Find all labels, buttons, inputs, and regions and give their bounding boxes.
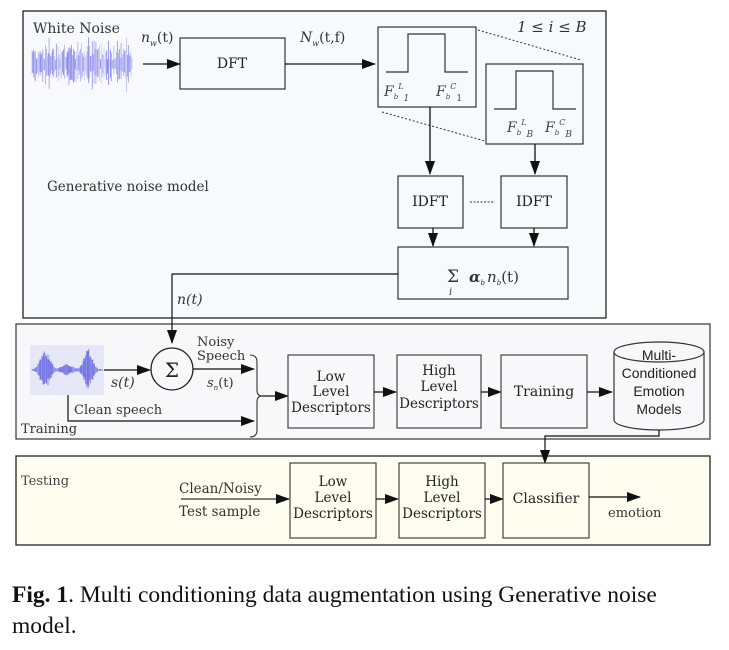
generative-noise-panel: White Noise nw(t) DFT Nw(t,f) FbL1 FbC1 … [22, 10, 607, 319]
sn-t-label: sn(t) [207, 376, 234, 392]
noisy-speech-label-1: Noisy [197, 335, 235, 350]
test-hld-block [398, 462, 486, 539]
filter-B-lower-label: FbLB [506, 118, 534, 140]
dft-label: DFT [217, 56, 248, 72]
testing-panel-title: Testing [21, 474, 69, 489]
generative-panel-frame [22, 10, 607, 319]
models-label-2: Conditioned [622, 365, 697, 381]
Nw-tf-label: Nw(t,f) [299, 30, 345, 48]
white-noise-waveform-icon [31, 37, 133, 93]
cylinder-top [613, 341, 705, 363]
idft-1-label: IDFT [412, 194, 448, 210]
classifier-label: Classifier [513, 491, 580, 507]
train-hld-label-2: Level [421, 379, 458, 395]
train-hld-label-3: Descriptors [399, 396, 479, 412]
filter-1-frame [377, 26, 477, 108]
arrow-models-to-classifier [540, 430, 660, 464]
training-panel-title: Training [21, 422, 77, 437]
s-t-label: s(t) [111, 375, 135, 391]
test-input-bottom-label: Test sample [179, 504, 260, 520]
emotion-output-label: emotion [608, 506, 662, 521]
filter-1-lower-label: FbL1 [383, 82, 409, 104]
bandpass-B-icon [494, 70, 576, 110]
training-panel-frame [15, 323, 711, 440]
filter-B-center-label: FbCB [544, 118, 572, 140]
clean-speech-label: Clean speech [74, 403, 163, 418]
filter-B: FbLB FbCB [485, 63, 584, 145]
bandpass-1-icon [386, 33, 468, 73]
idft-B-label: IDFT [516, 194, 552, 210]
models-label-3: Emotion [633, 383, 684, 399]
test-hld-label-3: Descriptors [402, 506, 482, 522]
test-hld-label-1: High [425, 474, 459, 490]
weighted-sum-symbol: Σ [447, 267, 459, 287]
filter-1-center-label: FbC1 [435, 82, 462, 104]
weighted-sum-block [397, 246, 569, 300]
band-range-label: 1 ≤ i ≤ B [517, 18, 587, 36]
test-lld-label-1: Low [319, 474, 348, 490]
dotted-connector-top [477, 29, 582, 61]
figure-caption-text: . Multi conditioning data augmentation u… [12, 582, 657, 639]
test-input-top-label: Clean/Noisy [179, 481, 262, 497]
test-lld-label-2: Level [315, 490, 352, 506]
train-hld-label-1: High [422, 363, 456, 379]
train-lld-label-1: Low [317, 369, 346, 385]
idft-1-block [397, 175, 464, 229]
test-lld-block [289, 462, 377, 539]
testing-panel: Testing Clean/Noisy Test sample Low Leve… [15, 430, 711, 546]
test-hld-label-2: Level [424, 490, 461, 506]
mixer-sum-symbol: Σ [165, 358, 179, 382]
noisy-speech-label-2: Speech [197, 349, 246, 364]
arrow-noise-to-mixer [167, 273, 398, 344]
figure-caption-label: Fig. 1 [12, 582, 69, 608]
white-noise-label: White Noise [33, 21, 120, 37]
nw-t-label: nw(t) [141, 30, 173, 48]
clean-speech-waveform-icon [31, 348, 103, 389]
testing-panel-frame [15, 455, 711, 546]
generative-panel-title: Generative noise model [47, 179, 209, 195]
training-panel: s(t) Σ Noisy Speech sn(t) Clean speech T… [15, 273, 711, 440]
noise-output-label: n(t) [177, 292, 203, 308]
test-lld-label-3: Descriptors [293, 506, 373, 522]
classifier-block [502, 462, 590, 539]
filter-1: FbL1 FbC1 [377, 26, 477, 108]
figure-caption: Fig. 1. Multi conditioning data augmenta… [12, 580, 722, 642]
models-label-4: Models [636, 401, 681, 417]
arrow-clean-to-merge [67, 395, 255, 426]
train-lld-label-3: Descriptors [291, 400, 371, 416]
train-lld-label-2: Level [313, 384, 350, 400]
dotted-connector-bottom [381, 111, 486, 142]
models-label-1: Multi- [642, 347, 677, 363]
training-block-label: Training [514, 384, 574, 400]
emotion-models-database-icon [613, 341, 705, 431]
weighted-sum-index: i [449, 287, 452, 298]
